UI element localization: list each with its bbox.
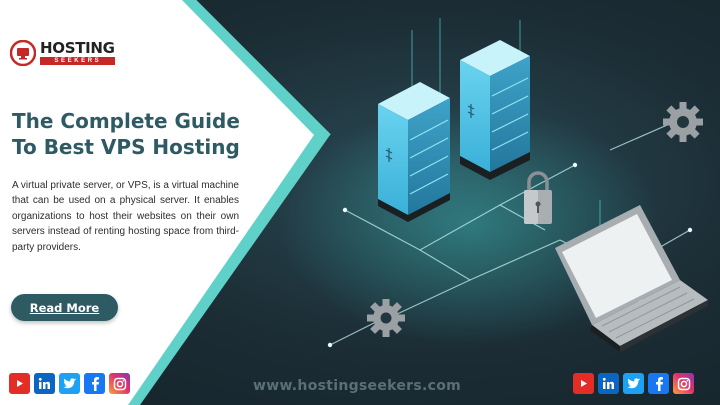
brand-logo[interactable]: HOSTING SEEKERS (10, 40, 115, 66)
padlock-icon (524, 171, 552, 224)
page-title: The Complete Guide To Best VPS Hosting (12, 108, 252, 160)
youtube-icon[interactable] (573, 373, 594, 394)
server-tower-icon (460, 40, 530, 180)
read-more-button[interactable]: Read More (11, 294, 118, 321)
twitter-icon[interactable] (623, 373, 644, 394)
title-line-2: To Best VPS Hosting (12, 135, 240, 159)
title-line-1: The Complete Guide (12, 109, 240, 133)
linkedin-icon[interactable] (34, 373, 55, 394)
facebook-icon[interactable] (84, 373, 105, 394)
laptop-icon (555, 205, 708, 352)
brand-subtitle: SEEKERS (40, 57, 115, 65)
description: A virtual private server, or VPS, is a v… (12, 180, 239, 253)
glow (280, 105, 660, 345)
twitter-icon[interactable] (59, 373, 80, 394)
youtube-icon[interactable] (9, 373, 30, 394)
social-links-right (573, 373, 694, 394)
instagram-icon[interactable] (673, 373, 694, 394)
globe-monitor-icon (10, 40, 36, 66)
gear-icon (663, 102, 703, 142)
gear-icon (367, 299, 405, 337)
brand-name: HOSTING (40, 39, 115, 57)
website-url[interactable]: www.hostingseekers.com (253, 378, 462, 394)
facebook-icon[interactable] (648, 373, 669, 394)
social-links-left (9, 373, 130, 394)
server-tower-icon (378, 82, 450, 222)
frame-edge (194, 0, 331, 136)
instagram-icon[interactable] (109, 373, 130, 394)
linkedin-icon[interactable] (598, 373, 619, 394)
